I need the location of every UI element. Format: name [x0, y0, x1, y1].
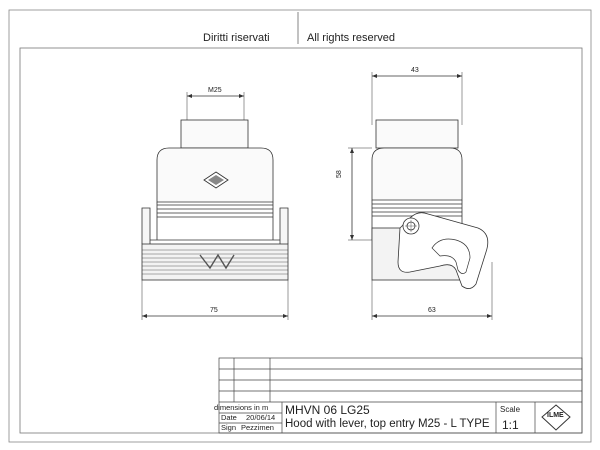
units-label: dimensions in m — [214, 403, 269, 412]
hood-logo-icon — [203, 171, 229, 189]
top-width-dimension-label: 43 — [411, 67, 419, 74]
front-view — [141, 92, 289, 320]
sheet-border — [8, 9, 592, 443]
dimension-arrows — [142, 74, 492, 318]
pezzi-label: Pezzimen — [241, 423, 274, 432]
rights-reserved-english: All rights reserved — [307, 32, 396, 44]
ilme-logo-icon — [541, 404, 571, 431]
lever-width-dimension-label: 63 — [428, 307, 436, 314]
thread-dimension-label: M25 — [208, 87, 222, 94]
side-view — [348, 72, 493, 320]
right-lever-bracket — [279, 207, 289, 244]
sign-label: Sign — [221, 423, 237, 432]
date-value: 20/06/14 — [246, 413, 276, 422]
height-dimension-label: 58 — [336, 170, 343, 178]
date-label: Date — [221, 413, 237, 422]
drawing-frame — [19, 47, 583, 434]
scale-label: Scale — [500, 405, 521, 414]
title-block — [218, 357, 583, 434]
side-hood-body — [371, 147, 463, 201]
width-dimension-label: 75 — [210, 307, 218, 314]
product-description: Hood with lever, top entry M25 - L TYPE — [285, 418, 490, 430]
scale-value: 1:1 — [502, 418, 519, 432]
rights-reserved-italian: Diritti riservati — [203, 32, 270, 44]
ilme-logo-text: ILME — [547, 412, 564, 419]
left-lever-bracket — [141, 207, 151, 244]
base-logo-icon — [199, 253, 235, 270]
cable-entry — [180, 119, 249, 149]
product-code: MHVN 06 LG25 — [285, 403, 370, 417]
